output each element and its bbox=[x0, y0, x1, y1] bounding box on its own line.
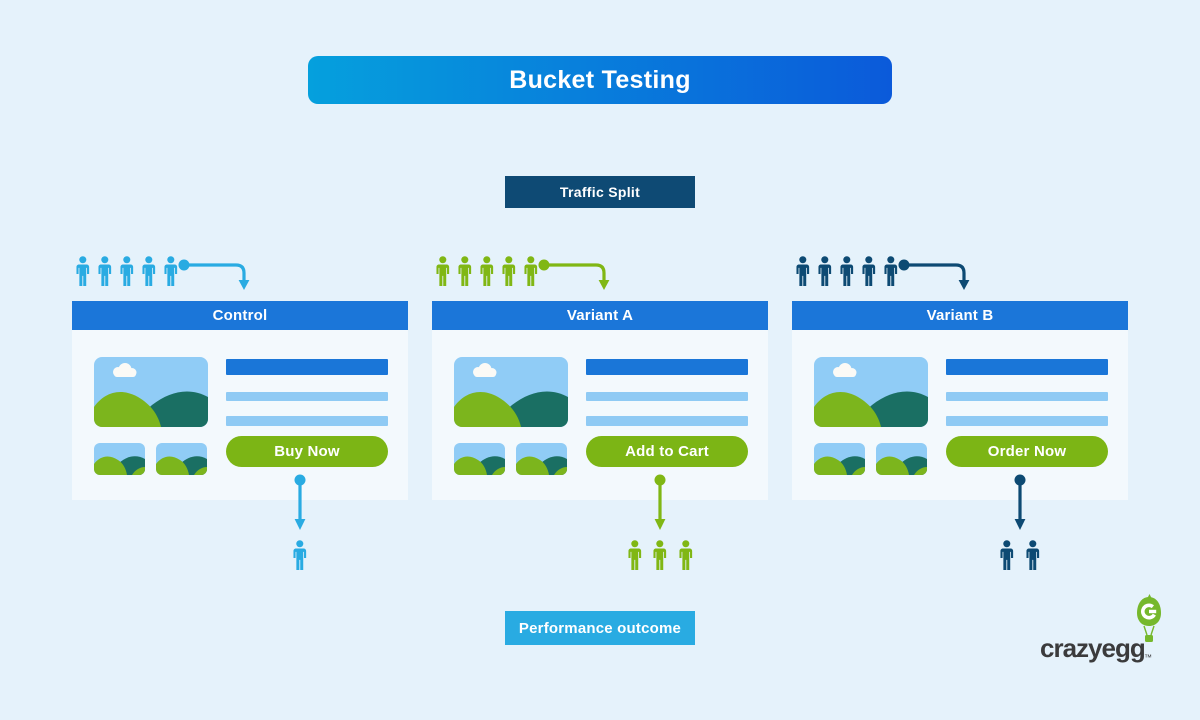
person-icon bbox=[679, 540, 692, 570]
outcome-arrow-icon bbox=[294, 474, 306, 530]
variant-card: Control bbox=[72, 301, 408, 500]
outcome-persons bbox=[192, 540, 408, 570]
text-line-bar bbox=[946, 416, 1108, 426]
crazyegg-logo: crazyegg ™ bbox=[1040, 594, 1172, 672]
person-icon bbox=[1000, 540, 1014, 570]
person-icon bbox=[502, 256, 516, 286]
cta-button[interactable]: Buy Now bbox=[226, 436, 388, 467]
diagram-title: Bucket Testing bbox=[509, 65, 691, 94]
variant-card-header: Variant B bbox=[792, 301, 1128, 330]
audience-group bbox=[432, 254, 768, 290]
cta-button[interactable]: Add to Cart bbox=[586, 436, 748, 467]
person-icon bbox=[458, 256, 472, 286]
variant-card-header: Variant A bbox=[432, 301, 768, 330]
variant-card-header: Control bbox=[72, 301, 408, 330]
text-line-bar bbox=[226, 392, 388, 401]
thumbnail-image bbox=[516, 443, 567, 475]
headline-bar bbox=[586, 359, 748, 375]
audience-persons bbox=[794, 256, 900, 286]
cta-button[interactable]: Order Now bbox=[946, 436, 1108, 467]
person-icon bbox=[524, 256, 538, 286]
variant-name: Variant B bbox=[926, 307, 994, 324]
split-arrow-icon bbox=[178, 259, 250, 290]
thumbnail-image bbox=[876, 443, 927, 475]
audience-persons bbox=[434, 256, 540, 286]
text-line-bar bbox=[946, 392, 1108, 401]
thumbnail-image bbox=[156, 443, 207, 475]
headline-bar bbox=[226, 359, 388, 375]
headline-bar bbox=[946, 359, 1108, 375]
variant-card-body: Order Now bbox=[792, 330, 1128, 500]
trademark-symbol: ™ bbox=[1144, 653, 1152, 662]
text-line-bar bbox=[586, 416, 748, 426]
product-image bbox=[814, 357, 928, 427]
crazyegg-wordmark: crazyegg bbox=[1040, 633, 1146, 663]
performance-outcome-box: Performance outcome bbox=[505, 611, 695, 645]
person-icon bbox=[120, 256, 134, 286]
title-banner: Bucket Testing bbox=[308, 56, 892, 104]
split-arrow-icon bbox=[538, 259, 610, 290]
person-icon bbox=[818, 256, 832, 286]
person-icon bbox=[164, 256, 178, 286]
traffic-split-label: Traffic Split bbox=[559, 184, 641, 200]
audience-group bbox=[792, 254, 1128, 290]
person-icon bbox=[480, 256, 494, 286]
person-icon bbox=[628, 540, 641, 570]
person-icon bbox=[98, 256, 112, 286]
variant-card: Variant B bbox=[792, 301, 1128, 500]
variant-column: Variant A bbox=[432, 254, 768, 584]
outcome-arrow-icon bbox=[654, 474, 666, 530]
person-icon bbox=[142, 256, 156, 286]
thumbnail-image bbox=[454, 443, 505, 475]
thumbnail-image bbox=[94, 443, 145, 475]
variant-name: Control bbox=[212, 307, 268, 324]
text-line-bar bbox=[226, 416, 388, 426]
product-image bbox=[94, 357, 208, 427]
audience-group bbox=[72, 254, 408, 290]
person-icon bbox=[436, 256, 450, 286]
person-icon bbox=[884, 256, 898, 286]
audience-persons bbox=[74, 256, 180, 286]
person-icon bbox=[840, 256, 854, 286]
person-icon bbox=[653, 540, 667, 570]
person-icon bbox=[76, 256, 90, 286]
text-line-bar bbox=[586, 392, 748, 401]
variant-column: Variant B bbox=[792, 254, 1128, 584]
person-icon bbox=[796, 256, 810, 286]
outcome-arrow-icon bbox=[1014, 474, 1026, 530]
outcome-persons bbox=[912, 540, 1128, 570]
crazyegg-balloon-icon bbox=[1137, 594, 1161, 642]
variant-card: Variant A bbox=[432, 301, 768, 500]
person-icon bbox=[862, 256, 876, 286]
variant-column: Control bbox=[72, 254, 408, 584]
split-arrow-icon bbox=[898, 259, 970, 290]
product-image bbox=[454, 357, 568, 427]
outcome-persons bbox=[552, 540, 768, 570]
variant-card-body: Buy Now bbox=[72, 330, 408, 500]
variant-name: Variant A bbox=[566, 307, 634, 324]
person-icon bbox=[293, 540, 307, 570]
variant-card-body: Add to Cart bbox=[432, 330, 768, 500]
traffic-split-box: Traffic Split bbox=[505, 176, 695, 208]
performance-outcome-label: Performance outcome bbox=[518, 619, 682, 637]
person-icon bbox=[1026, 540, 1040, 570]
thumbnail-image bbox=[814, 443, 865, 475]
